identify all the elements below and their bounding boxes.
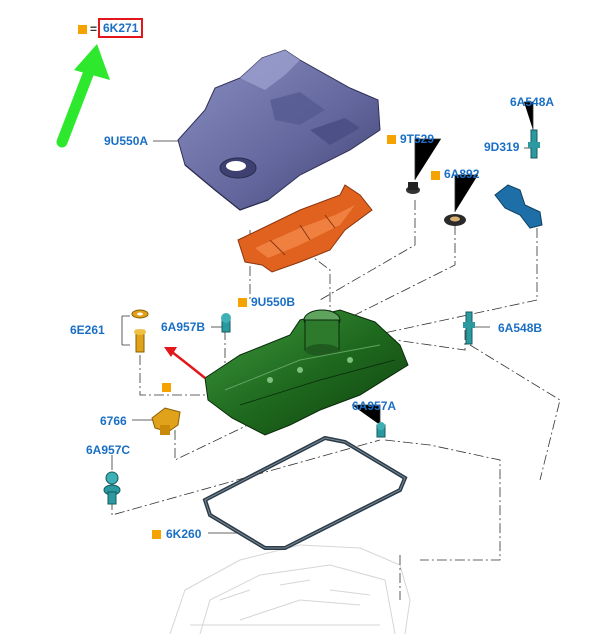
valve-6A957B-part[interactable] [221, 313, 231, 333]
legend-equals: = [90, 22, 98, 36]
engine-block-ghost [169, 544, 411, 635]
connector-6A548B-part[interactable] [463, 311, 475, 345]
callout-6A957C[interactable]: 6A957C [86, 443, 131, 457]
bracket-9D319-part[interactable] [494, 184, 543, 229]
marker-square-valve-cover[interactable] [162, 383, 171, 392]
green-pointer-arrow [56, 44, 110, 148]
valve-6A957A-part[interactable] [376, 422, 386, 438]
callout-9U550A[interactable]: 9U550A [104, 134, 149, 148]
callout-6A548A[interactable]: 6A548A [510, 95, 555, 109]
callout-6K260[interactable]: 6K260 [166, 527, 202, 541]
callout-9T529[interactable]: 9T529 [400, 132, 435, 146]
valve-cover-part[interactable] [204, 309, 409, 436]
marker-square-9T529 [387, 135, 396, 144]
callout-6E261[interactable]: 6E261 [70, 323, 105, 337]
callout-6766[interactable]: 6766 [100, 414, 127, 428]
connector-6A548A-part[interactable] [528, 129, 540, 159]
gasket-part[interactable] [202, 435, 408, 550]
marker-square-6A892 [431, 171, 440, 180]
legend-part-code[interactable]: 6K271 [98, 18, 144, 38]
valve-6A957C-part[interactable] [103, 471, 121, 505]
callout-6A892[interactable]: 6A892 [444, 167, 480, 181]
callout-6A548B[interactable]: 6A548B [498, 321, 543, 335]
oil-cap-6766-part[interactable] [151, 407, 181, 435]
callout-6A957B[interactable]: 6A957B [161, 320, 206, 334]
oil-baffle-part[interactable] [237, 184, 373, 273]
callout-9D319[interactable]: 9D319 [484, 140, 520, 154]
callout-ticks [111, 101, 537, 534]
seal-6A892-part[interactable] [444, 214, 466, 226]
legend-marker-square [78, 25, 87, 34]
marker-square-9U550B [238, 298, 247, 307]
red-pointer-arrow [164, 347, 206, 379]
marker-square-6K260 [152, 530, 161, 539]
callout-6A957A[interactable]: 6A957A [352, 399, 397, 413]
grommet-9T529-part[interactable] [406, 182, 420, 194]
callout-9U550B[interactable]: 9U550B [251, 295, 296, 309]
dipstick-6E261-part[interactable] [131, 309, 149, 353]
engine-cover-part[interactable] [177, 49, 381, 211]
